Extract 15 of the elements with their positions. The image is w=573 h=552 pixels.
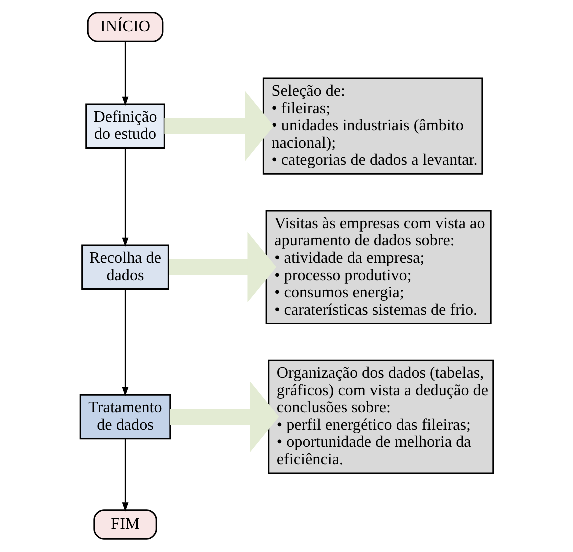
arrow	[168, 232, 276, 303]
arrow	[122, 42, 128, 106]
node-box: Visitas às empresas com vista ao apuramento de dados sobre: • atividade da empresa; • processo produtivo; • consumos energia; • caraterísticas sistemas de frio.	[265, 210, 492, 325]
node-box: FIM	[93, 510, 157, 540]
node-box: Organização dos dados (tabelas, gráficos) com vista a dedução de conclusões sobre: • perfil energético das fileiras; • oportunidade de melhoria da eficiência.	[268, 360, 494, 474]
arrow	[122, 148, 128, 248]
node-box: Recolha de dados	[81, 244, 169, 290]
arrow	[122, 439, 128, 512]
arrow	[170, 382, 279, 452]
node-box: Seleção de: • fileiras; • unidades industriais (âmbito nacional); • categorias de dados a levantar.	[262, 78, 483, 175]
node-box: Definição do estudo	[85, 104, 165, 149]
arrow	[122, 289, 128, 396]
node-box: INÍCIO	[86, 12, 164, 42]
node-box: Tratamento de dados	[79, 394, 171, 440]
arrow	[164, 91, 274, 162]
